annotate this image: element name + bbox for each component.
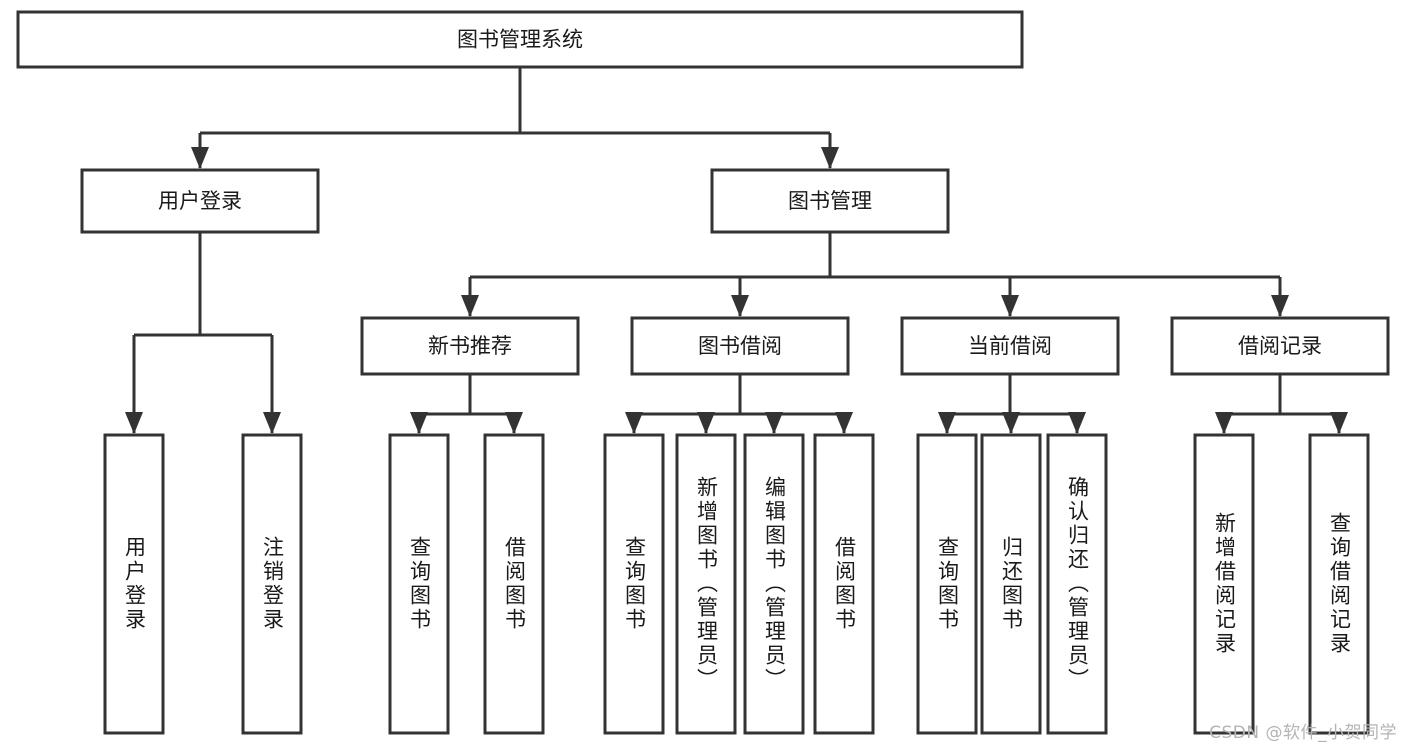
node-leaf-edit-book[interactable] bbox=[743, 433, 805, 735]
node-box-leaf-query-book-3[interactable] bbox=[916, 433, 978, 735]
node-box-leaf-add-book[interactable] bbox=[675, 433, 737, 735]
node-user-login[interactable] bbox=[80, 168, 320, 234]
node-leaf-add-record[interactable] bbox=[1193, 433, 1255, 735]
arrow-head-icon bbox=[731, 295, 749, 317]
node-label-user-login: 用户登录 bbox=[158, 189, 242, 213]
node-box-book-borrow[interactable] bbox=[630, 316, 850, 376]
node-leaf-query-book-3[interactable] bbox=[916, 433, 978, 735]
arrow-head-icon bbox=[191, 147, 209, 169]
arrow-head-icon bbox=[821, 147, 839, 169]
arrow-head-icon bbox=[505, 412, 523, 434]
arrow-head-icon bbox=[938, 412, 956, 434]
arrow-head-icon bbox=[835, 412, 853, 434]
arrow-head-icon bbox=[1068, 412, 1086, 434]
node-leaf-borrow-book-1[interactable] bbox=[483, 433, 545, 735]
arrow-head-icon bbox=[1001, 295, 1019, 317]
node-label-root: 图书管理系统 bbox=[457, 28, 583, 52]
arrow-head-icon bbox=[625, 412, 643, 434]
node-box-leaf-borrow-book-1[interactable] bbox=[483, 433, 545, 735]
node-leaf-borrow-book-2[interactable] bbox=[813, 433, 875, 735]
node-box-leaf-logout[interactable] bbox=[241, 433, 303, 735]
node-leaf-query-book-1[interactable] bbox=[388, 433, 450, 735]
edges-layer bbox=[125, 67, 1348, 434]
node-label-current-borrow: 当前借阅 bbox=[968, 334, 1052, 358]
node-box-current-borrow[interactable] bbox=[900, 316, 1120, 376]
node-book-borrow[interactable] bbox=[630, 316, 850, 376]
arrow-head-icon bbox=[1330, 412, 1348, 434]
node-leaf-query-book-2[interactable] bbox=[603, 433, 665, 735]
node-box-leaf-confirm-return[interactable] bbox=[1046, 433, 1108, 735]
node-root[interactable] bbox=[16, 10, 1024, 69]
node-box-new-book-rec[interactable] bbox=[360, 316, 580, 376]
node-box-leaf-return-book[interactable] bbox=[980, 433, 1042, 735]
node-box-borrow-record[interactable] bbox=[1170, 316, 1390, 376]
node-current-borrow[interactable] bbox=[900, 316, 1120, 376]
node-label-book-manage: 图书管理 bbox=[788, 189, 872, 213]
arrow-head-icon bbox=[1215, 412, 1233, 434]
arrow-head-icon bbox=[1002, 412, 1020, 434]
node-box-leaf-query-book-1[interactable] bbox=[388, 433, 450, 735]
node-book-manage[interactable] bbox=[710, 168, 950, 234]
node-new-book-rec[interactable] bbox=[360, 316, 580, 376]
node-leaf-confirm-return[interactable] bbox=[1046, 433, 1108, 735]
node-label-borrow-record: 借阅记录 bbox=[1238, 334, 1322, 358]
node-label-new-book-rec: 新书推荐 bbox=[428, 334, 512, 358]
arrow-head-icon bbox=[765, 412, 783, 434]
node-leaf-add-book[interactable] bbox=[675, 433, 737, 735]
node-borrow-record[interactable] bbox=[1170, 316, 1390, 376]
node-box-leaf-user-login[interactable] bbox=[103, 433, 165, 735]
arrow-head-icon bbox=[697, 412, 715, 434]
node-leaf-user-login[interactable] bbox=[103, 433, 165, 735]
node-box-leaf-edit-book[interactable] bbox=[743, 433, 805, 735]
node-box-book-manage[interactable] bbox=[710, 168, 950, 234]
node-box-leaf-borrow-book-2[interactable] bbox=[813, 433, 875, 735]
node-box-leaf-query-record[interactable] bbox=[1308, 433, 1370, 735]
node-box-leaf-query-book-2[interactable] bbox=[603, 433, 665, 735]
node-box-leaf-add-record[interactable] bbox=[1193, 433, 1255, 735]
node-leaf-query-record[interactable] bbox=[1308, 433, 1370, 735]
arrow-head-icon bbox=[263, 412, 281, 434]
arrow-head-icon bbox=[1271, 295, 1289, 317]
node-box-user-login[interactable] bbox=[80, 168, 320, 234]
arrow-head-icon bbox=[125, 412, 143, 434]
arrow-head-icon bbox=[461, 295, 479, 317]
csdn-watermark: CSDN @软件_小贺同学 bbox=[1209, 723, 1397, 743]
node-leaf-logout[interactable] bbox=[241, 433, 303, 735]
node-label-book-borrow: 图书借阅 bbox=[698, 334, 782, 358]
node-leaf-return-book[interactable] bbox=[980, 433, 1042, 735]
node-box-root[interactable] bbox=[16, 10, 1024, 69]
arrow-head-icon bbox=[410, 412, 428, 434]
